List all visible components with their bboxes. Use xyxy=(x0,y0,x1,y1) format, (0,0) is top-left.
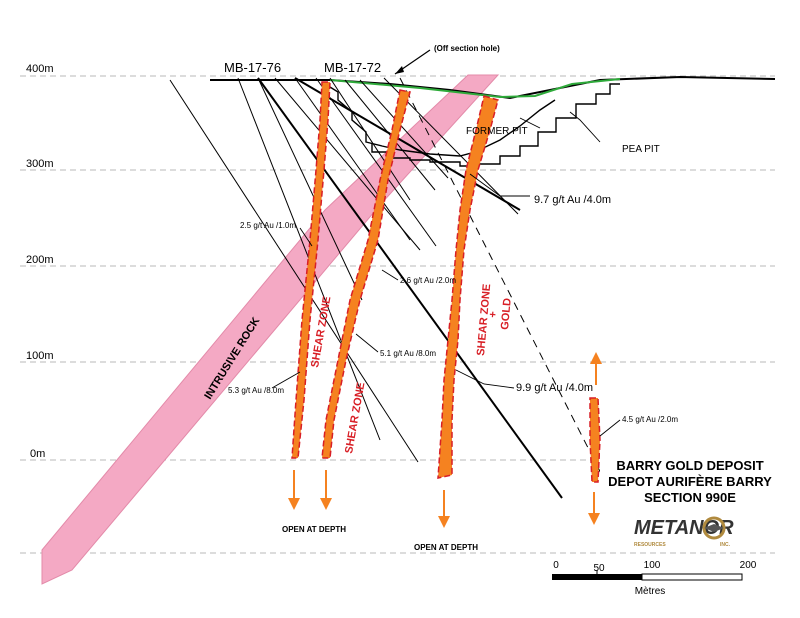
down-arrow-icon xyxy=(588,513,600,525)
drill-holes xyxy=(169,77,519,463)
hole-label-mb-17-76: MB-17-76 xyxy=(224,60,281,75)
open-at-depth-label-left: OPEN AT DEPTH xyxy=(282,525,346,534)
intrusive-rock-body xyxy=(41,74,500,585)
scale-label-50: 50 xyxy=(593,563,605,574)
intercept-label-7: 4.5 g/t Au /2.0m xyxy=(622,415,678,424)
down-arrow-icon xyxy=(320,498,332,510)
down-arrow-icon xyxy=(438,516,450,528)
scale-bar-black xyxy=(552,574,642,580)
former-pit-label: FORMER PIT xyxy=(466,126,528,137)
shear-zone-gold-label-1: SHEAR ZONE xyxy=(475,283,493,356)
elevation-label-0: 0m xyxy=(30,448,45,460)
elevation-label-400: 400m xyxy=(26,63,54,75)
elevation-label-200: 200m xyxy=(26,254,54,266)
intercept-label-5: 5.3 g/t Au /8.0m xyxy=(228,386,284,395)
satellite-vein xyxy=(589,397,601,483)
off-section-hole-label: (Off section hole) xyxy=(434,44,500,53)
leader-i6 xyxy=(455,369,515,389)
drill-hole xyxy=(294,77,411,241)
title-block-bg xyxy=(600,452,776,504)
scale-label-100: 100 xyxy=(644,560,661,571)
drill-hole xyxy=(169,79,419,463)
down-arrow-icon xyxy=(288,498,300,510)
shear-zone-vein-2 xyxy=(321,89,411,459)
leader-i4 xyxy=(355,333,379,353)
leader-i5 xyxy=(271,371,301,389)
logo-sub-right: INC. xyxy=(720,542,731,548)
drill-hole xyxy=(344,79,436,191)
leader-pea-pit xyxy=(569,111,601,143)
shear-zone-gold-label-2: + xyxy=(487,311,500,318)
company-logo: METANOR RESOURCES INC. xyxy=(634,516,734,548)
intercept-label-2: 2.5 g/t Au /1.0m xyxy=(240,221,296,230)
drill-hole xyxy=(315,77,437,247)
title-line-2: DEPOT AURIFÈRE BARRY xyxy=(608,474,772,489)
intercept-leaders xyxy=(271,111,621,437)
pea-pit-label: PEA PIT xyxy=(622,144,660,155)
leader-i2 xyxy=(299,227,313,247)
scale-unit-label: Mètres xyxy=(635,586,666,597)
scale-label-0: 0 xyxy=(553,560,559,571)
drill-hole xyxy=(359,79,449,179)
logo-name: METANOR xyxy=(634,517,734,539)
scale-bar: 0 50 100 200 Mètres xyxy=(552,560,757,597)
shear-zone-vein-1 xyxy=(291,81,331,459)
logo-sub-left: RESOURCES xyxy=(634,542,666,548)
leader-i1 xyxy=(469,173,530,197)
leader-i3 xyxy=(381,269,399,281)
title-block: BARRY GOLD DEPOSIT DEPOT AURIFÈRE BARRY … xyxy=(608,458,772,505)
off-section-arrowhead xyxy=(395,66,404,74)
intercept-label-4: 5.1 g/t Au /8.0m xyxy=(380,349,436,358)
logo-emblem-icon xyxy=(702,516,726,540)
shear-zone-gold-vein xyxy=(437,95,499,479)
shear-zone-label-1: SHEAR ZONE xyxy=(309,295,333,368)
elevation-label-100: 100m xyxy=(26,350,54,362)
depth-arrows xyxy=(288,352,602,528)
drill-hole xyxy=(274,77,421,251)
intercept-label-1: 9.7 g/t Au /4.0m xyxy=(534,194,611,206)
drill-hole-main xyxy=(257,77,563,499)
shear-zone-gold-label-3: GOLD xyxy=(499,298,514,331)
elevation-label-300: 300m xyxy=(26,158,54,170)
topography-green-line xyxy=(329,78,621,99)
leader-i7 xyxy=(599,419,621,437)
scale-label-200: 200 xyxy=(740,560,757,571)
title-line-3: SECTION 990E xyxy=(644,490,736,505)
drill-hole-main xyxy=(294,77,521,211)
drill-hole-projected xyxy=(399,77,613,496)
leader-former-pit xyxy=(519,117,541,129)
scale-bar-white xyxy=(641,573,743,581)
hole-label-mb-17-72: MB-17-72 xyxy=(324,60,381,75)
intercept-label-3: 2.6 g/t Au /2.0m xyxy=(400,276,456,285)
shear-zone-label-2: SHEAR ZONE xyxy=(343,381,367,454)
up-arrow-icon xyxy=(590,352,602,364)
title-line-1: BARRY GOLD DEPOSIT xyxy=(616,458,763,473)
open-at-depth-label-center: OPEN AT DEPTH xyxy=(414,543,478,552)
veins xyxy=(291,81,601,483)
drill-hole xyxy=(257,77,363,301)
drill-hole xyxy=(329,77,411,201)
intercept-label-6: 9.9 g/t Au /4.0m xyxy=(516,382,593,394)
